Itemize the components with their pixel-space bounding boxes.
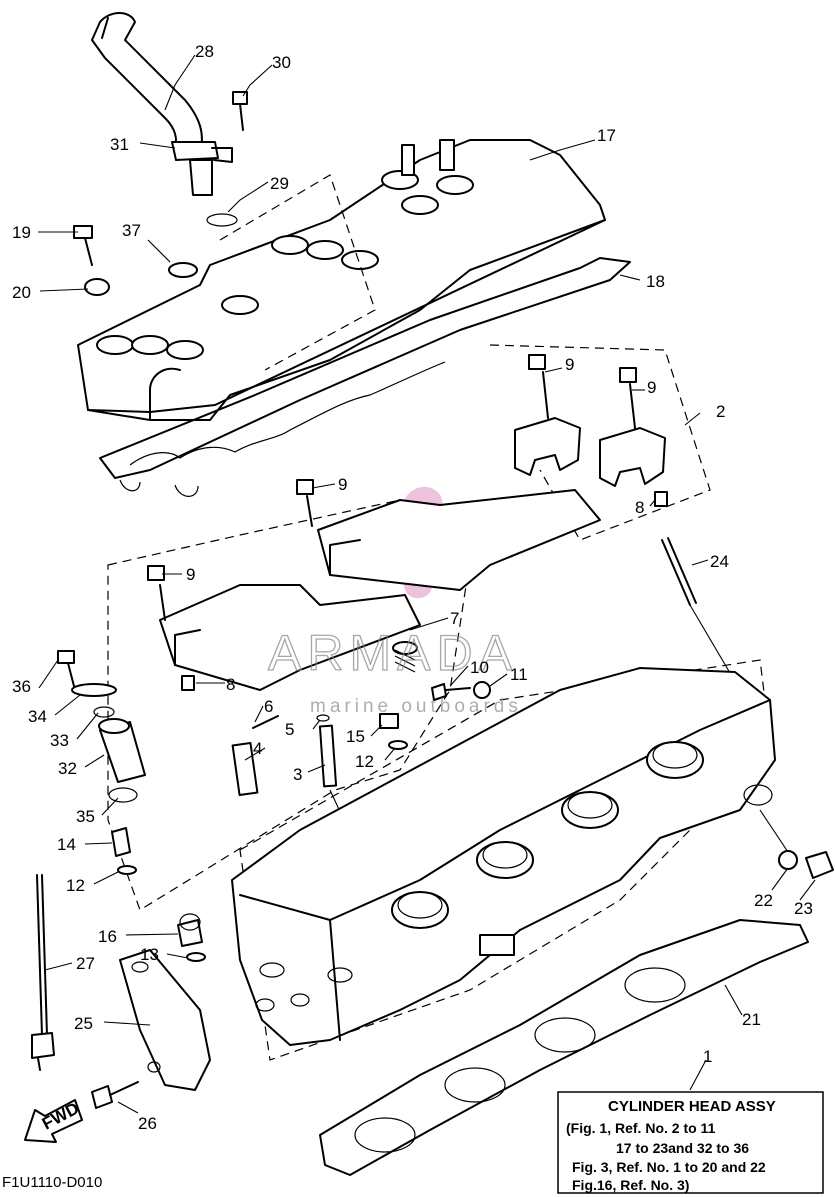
callout-7: 7 (450, 609, 459, 628)
callout-37: 37 (122, 221, 141, 240)
legend-line-3: Fig. 3, Ref. No. 1 to 20 and 22 (572, 1159, 766, 1175)
leader-lines (38, 54, 816, 1114)
callout-6: 6 (264, 697, 273, 716)
callout-numbers: 28 30 31 17 29 19 37 20 18 9 9 2 9 8 24 … (12, 42, 813, 1133)
callout-25: 25 (74, 1014, 93, 1033)
callout-27: 27 (76, 954, 95, 973)
callout-21: 21 (742, 1010, 761, 1029)
callout-11: 11 (510, 665, 528, 684)
callout-12-lower: 12 (66, 876, 85, 895)
callout-33: 33 (50, 731, 69, 750)
callout-5: 5 (285, 720, 294, 739)
bolt-19 (73, 225, 93, 266)
callout-1: 1 (703, 1047, 712, 1066)
callout-12-upper: 12 (355, 752, 374, 771)
callout-13: 13 (140, 945, 159, 964)
legend-box: CYLINDER HEAD ASSY (Fig. 1, Ref. No. 2 t… (557, 1091, 824, 1194)
cylinder-head-cover (77, 139, 606, 421)
cap-nut-16-washer-13 (177, 913, 206, 962)
camshaft-holder-upper (296, 479, 601, 591)
callout-19: 19 (12, 223, 31, 242)
bolt-10-washer-11 (392, 641, 491, 701)
fwd-arrow: FWD (24, 1099, 83, 1143)
legend-line-4: Fig.16, Ref. No. 3) (572, 1177, 689, 1193)
callout-36: 36 (12, 677, 31, 696)
breather-hose (91, 12, 238, 227)
legend-line-2: 17 to 23and 32 to 36 (616, 1140, 749, 1156)
head-cover-gasket (99, 257, 631, 497)
cylinder-head (231, 667, 791, 1046)
grommet-20 (84, 278, 110, 296)
bolt-26 (91, 1081, 139, 1109)
callout-34: 34 (28, 707, 47, 726)
callout-14: 14 (57, 835, 76, 854)
valve-parts (231, 714, 361, 856)
callout-20: 20 (12, 283, 31, 302)
callout-22: 22 (754, 891, 773, 910)
callout-9-cap-right: 9 (647, 378, 656, 397)
callout-15: 15 (346, 727, 365, 746)
legend-line-1: (Fig. 1, Ref. No. 2 to 11 (566, 1120, 716, 1136)
callout-32: 32 (58, 759, 77, 778)
callout-9-cap-left: 9 (565, 355, 574, 374)
callout-30: 30 (272, 53, 291, 72)
callout-28: 28 (195, 42, 214, 61)
callout-10: 10 (470, 658, 489, 677)
callout-2: 2 (716, 402, 725, 421)
callout-23: 23 (794, 899, 813, 918)
callout-4: 4 (253, 739, 262, 758)
diagram-code: F1U1110-D010 (2, 1174, 102, 1191)
callout-3: 3 (293, 765, 302, 784)
camshaft-holder-lower (147, 565, 421, 691)
watermark-brand: ARMADA (268, 625, 518, 681)
callout-26: 26 (138, 1114, 157, 1133)
callout-8-holder: 8 (226, 675, 235, 694)
callout-8-cap: 8 (635, 498, 644, 517)
camshaft-cap (514, 354, 668, 507)
bolt-30 (232, 91, 248, 131)
callout-9-holder-upper: 9 (338, 475, 347, 494)
callout-24: 24 (710, 552, 729, 571)
group-box-camholder (107, 499, 471, 911)
callout-17: 17 (597, 126, 616, 145)
callout-29: 29 (270, 174, 289, 193)
callout-9-holder-lower: 9 (186, 565, 195, 584)
watermark-tagline: marine outboards (310, 696, 522, 717)
callout-31: 31 (110, 135, 129, 154)
head-gasket (319, 919, 809, 1176)
bracket-25 (119, 949, 211, 1091)
callout-35: 35 (76, 807, 95, 826)
small-parts (111, 713, 408, 875)
plug-37 (168, 262, 198, 278)
drain-bolt-23-washer-22 (778, 850, 834, 879)
left-side-parts (57, 650, 146, 803)
callout-16: 16 (98, 927, 117, 946)
callout-18: 18 (646, 272, 665, 291)
legend-title: CYLINDER HEAD ASSY (608, 1098, 776, 1115)
cable-tie-27 (31, 874, 55, 1071)
